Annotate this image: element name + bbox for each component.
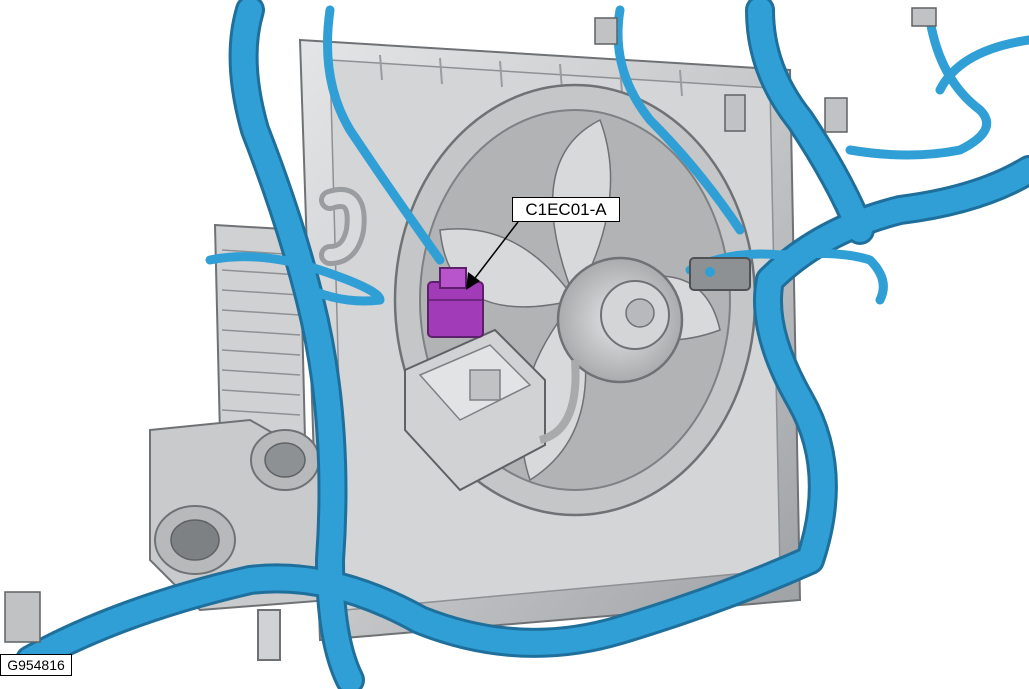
connector-c1ec01-a: [427, 267, 484, 338]
callout-label: C1EC01-A: [512, 197, 620, 222]
wiring-harness: [15, 0, 1029, 689]
harness-connector: [689, 257, 751, 291]
callout-leader: [466, 221, 519, 290]
fan-motor: [556, 256, 684, 384]
fan-control-module: [404, 328, 580, 492]
upper-coolant-hose: [319, 187, 367, 266]
figure-id: G954816: [0, 654, 72, 676]
connector-top-left: [4, 7, 937, 643]
coolant-outlet-housing: [149, 418, 332, 661]
